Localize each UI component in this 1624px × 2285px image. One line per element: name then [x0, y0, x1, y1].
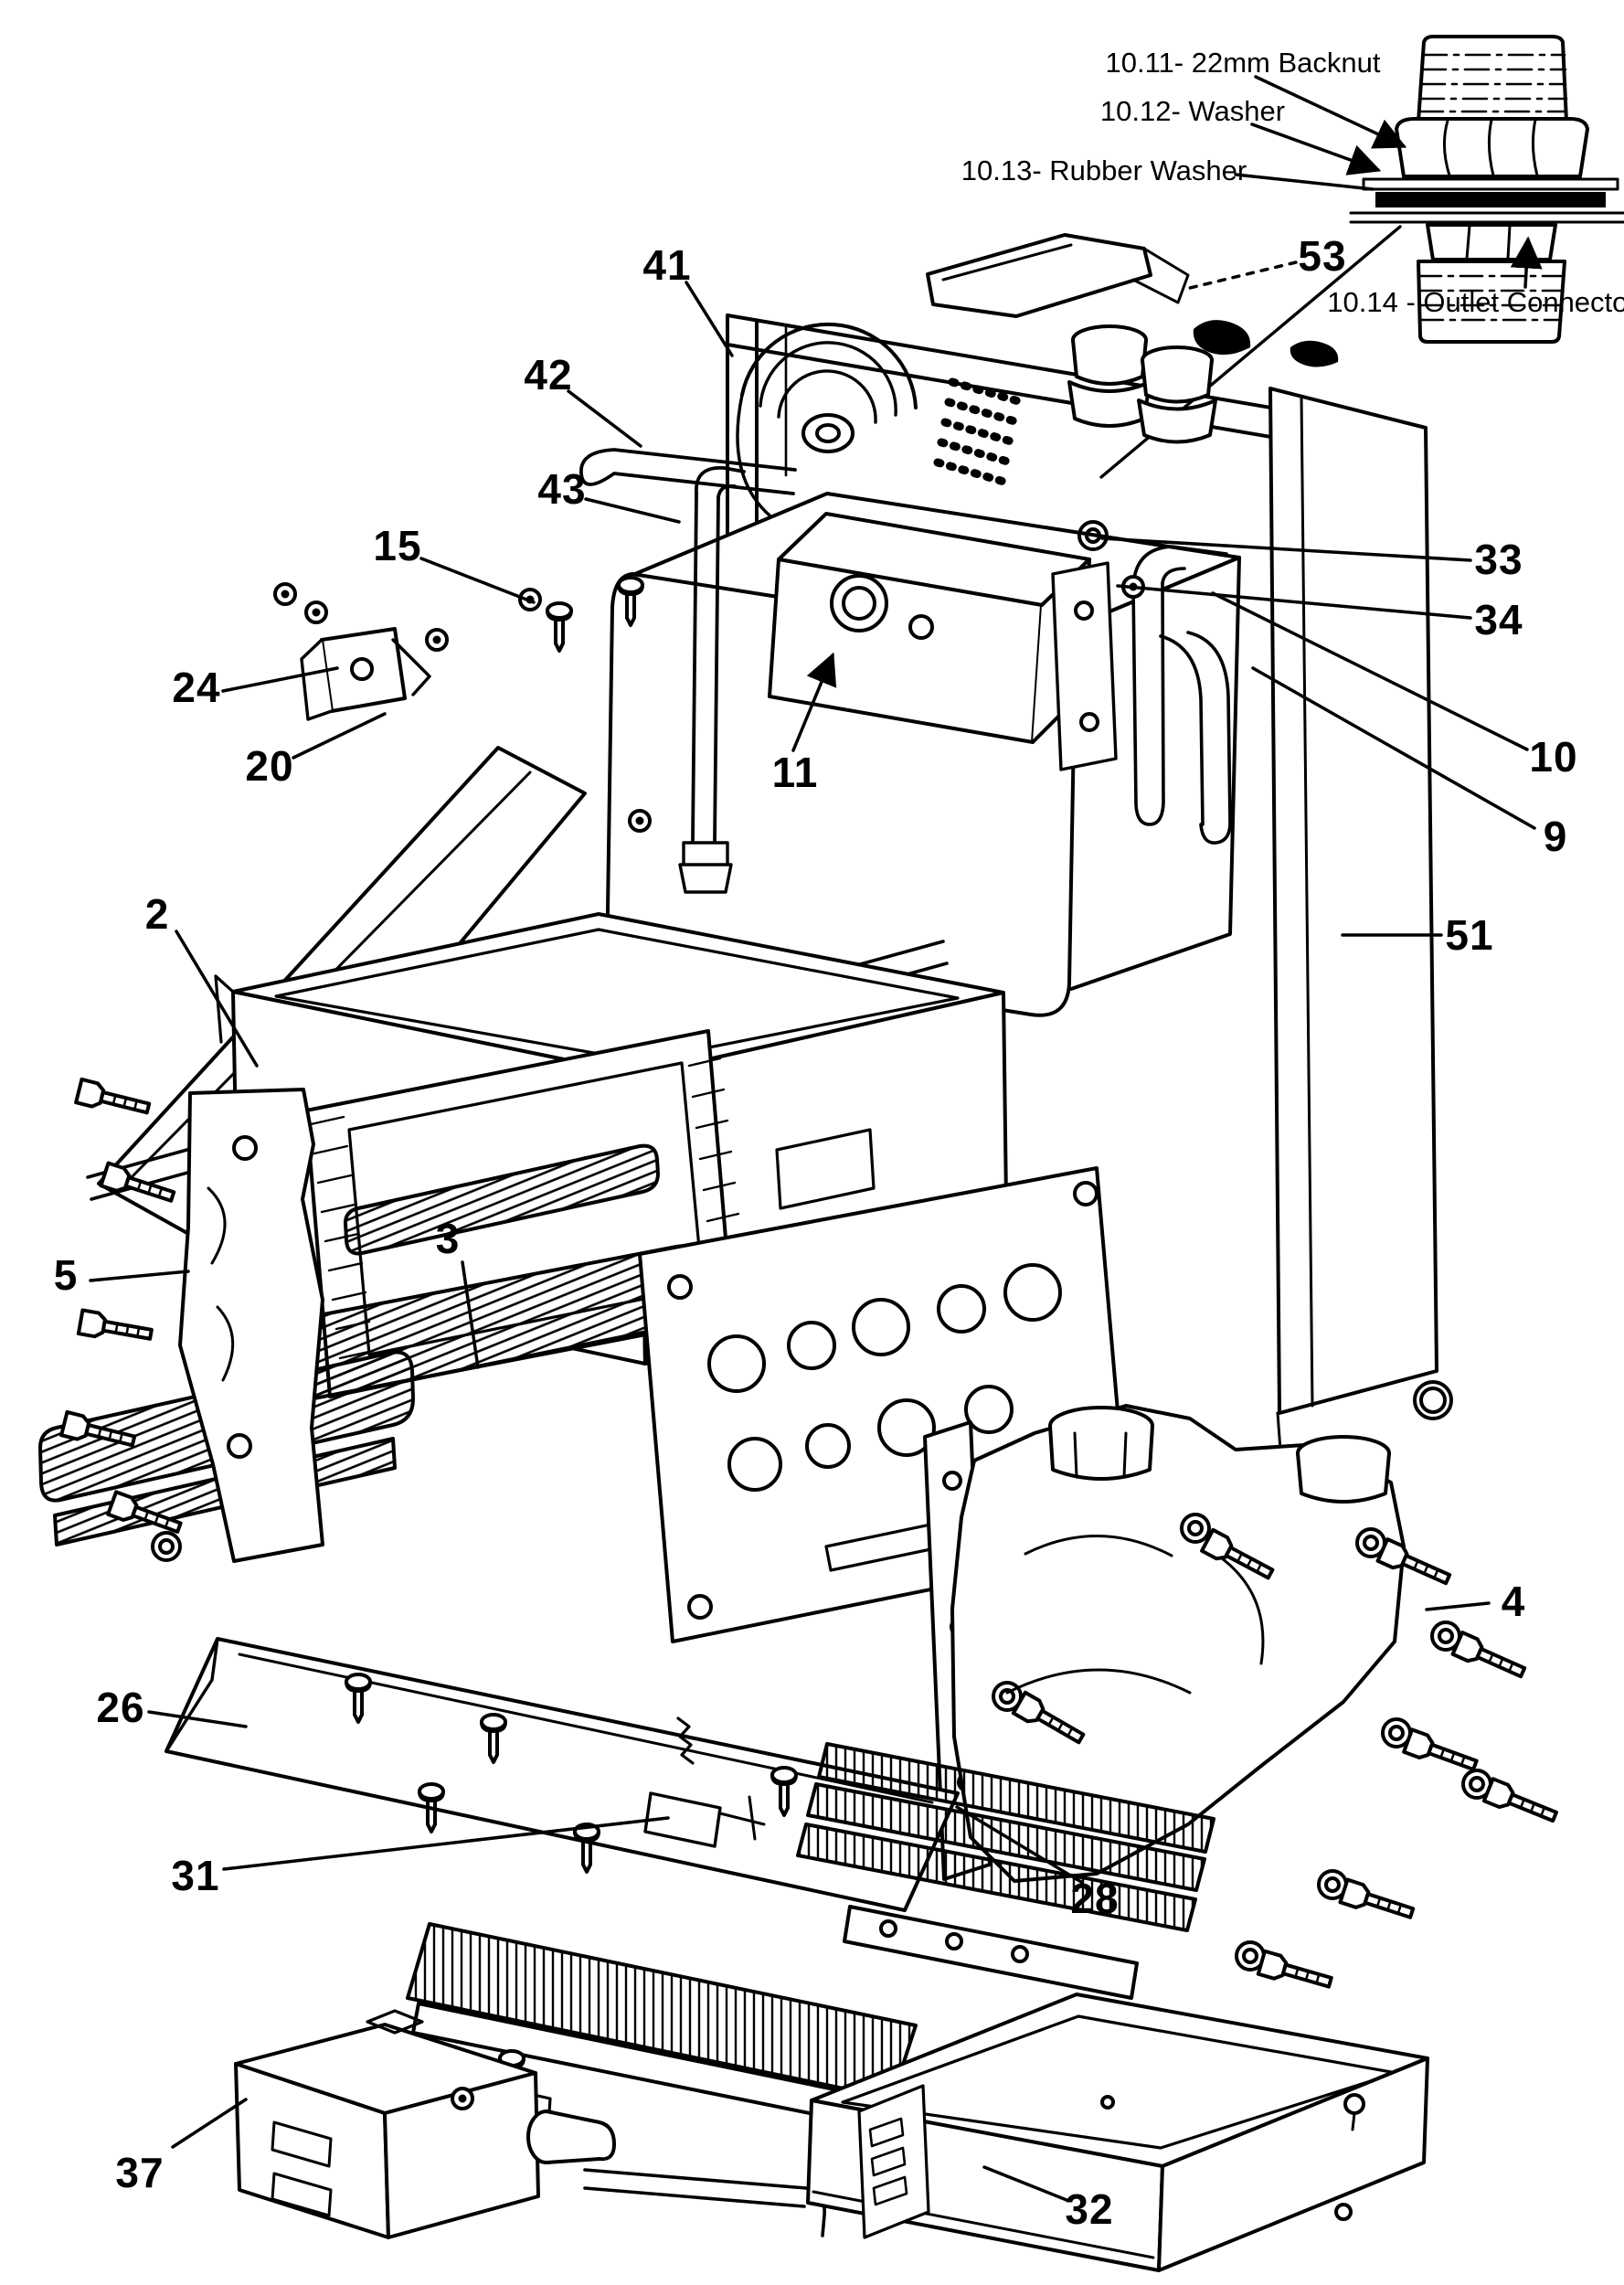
flue-bracket-53-drawing — [926, 233, 1339, 367]
leader-line — [955, 1805, 1083, 1884]
side-bracket-5-drawing — [59, 1077, 324, 1563]
pipes-42-43-drawing — [579, 448, 797, 894]
leader-line — [1100, 537, 1472, 562]
leader-line — [1425, 1601, 1491, 1611]
leader-line — [1234, 173, 1375, 191]
leader-line — [685, 281, 734, 357]
vent-grid-drawing — [933, 377, 1026, 487]
leader-line — [292, 712, 387, 760]
leader-line — [1116, 584, 1472, 620]
leader-line — [89, 1270, 190, 1282]
control-box-32-drawing — [806, 1993, 1429, 2272]
leader-line — [982, 2165, 1068, 2202]
leader-line — [171, 2098, 248, 2149]
compression-fittings-drawing — [1067, 324, 1217, 444]
inset-outlet-connector-drawing — [1099, 35, 1624, 479]
leader-line — [567, 389, 642, 448]
leader-line — [1510, 236, 1543, 289]
leader-line — [1250, 122, 1382, 175]
leader-line — [1211, 591, 1529, 751]
small-fixings-drawing — [273, 520, 1145, 771]
leader-line — [419, 557, 536, 604]
side-panel-51-drawing — [1268, 387, 1438, 1464]
base-tray-26-drawing — [165, 1637, 960, 1912]
leader-line — [584, 497, 681, 524]
leader-line — [461, 1260, 480, 1369]
hydraulic-block-4-drawing — [923, 1380, 1561, 1996]
leader-line — [175, 930, 259, 1068]
leader-line — [1188, 260, 1298, 290]
leader-line — [147, 1710, 248, 1728]
leader-line — [1254, 75, 1407, 149]
leader-lines — [89, 75, 1543, 2202]
leader-line — [1251, 666, 1536, 830]
leader-line — [222, 1816, 670, 1871]
leader-line — [791, 652, 837, 752]
leader-line — [221, 666, 339, 693]
